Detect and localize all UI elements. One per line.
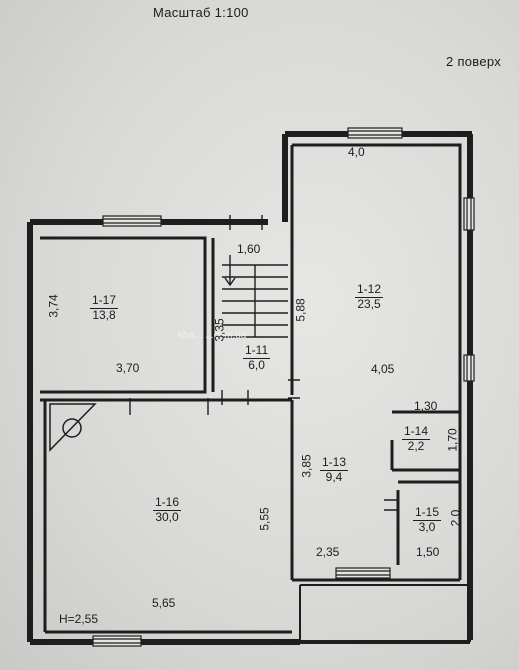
- ceiling-height: H=2,55: [59, 612, 99, 626]
- watermark-text: kha... ...com.ua: [178, 330, 247, 341]
- dim-r12-height: 5,88: [293, 298, 308, 322]
- wall-r17-inner: [40, 236, 207, 394]
- window-top-r17: [102, 215, 162, 227]
- corner-chimney: [49, 403, 97, 452]
- window-bottom: [92, 635, 142, 647]
- dim-r15-height: 2,0: [448, 509, 463, 527]
- scale-label: Масштаб 1:100: [153, 5, 249, 20]
- dim-stair-width: 1,60: [237, 242, 261, 256]
- balcony: [300, 584, 471, 642]
- dim-r17-height: 3,74: [46, 294, 61, 318]
- dim-r14-width: 1,30: [414, 399, 438, 413]
- wall-r15: [398, 480, 462, 565]
- dim-r17-width: 3,70: [116, 361, 140, 375]
- dim-r14-height: 1,70: [445, 428, 460, 452]
- window-top-tower: [347, 127, 403, 139]
- dim-r16-width: 5,65: [152, 596, 176, 610]
- dim-stair-length: 3,35: [212, 318, 227, 342]
- dim-r13-height: 3,85: [299, 454, 314, 478]
- window-balcony: [335, 567, 391, 579]
- dim-r16-height: 5,55: [257, 507, 272, 531]
- window-right-upper: [463, 197, 475, 231]
- dim-r15-width: 1,50: [416, 545, 440, 559]
- window-right-mid: [463, 354, 475, 382]
- dim-r12-width: 4,05: [371, 362, 395, 376]
- wall-r12-inner-top: [292, 143, 462, 580]
- dim-r13-width: 2,35: [316, 545, 340, 559]
- dim-top-width: 4,0: [348, 145, 365, 159]
- staircase: [222, 255, 288, 338]
- floor-label: 2 поверх: [446, 54, 502, 69]
